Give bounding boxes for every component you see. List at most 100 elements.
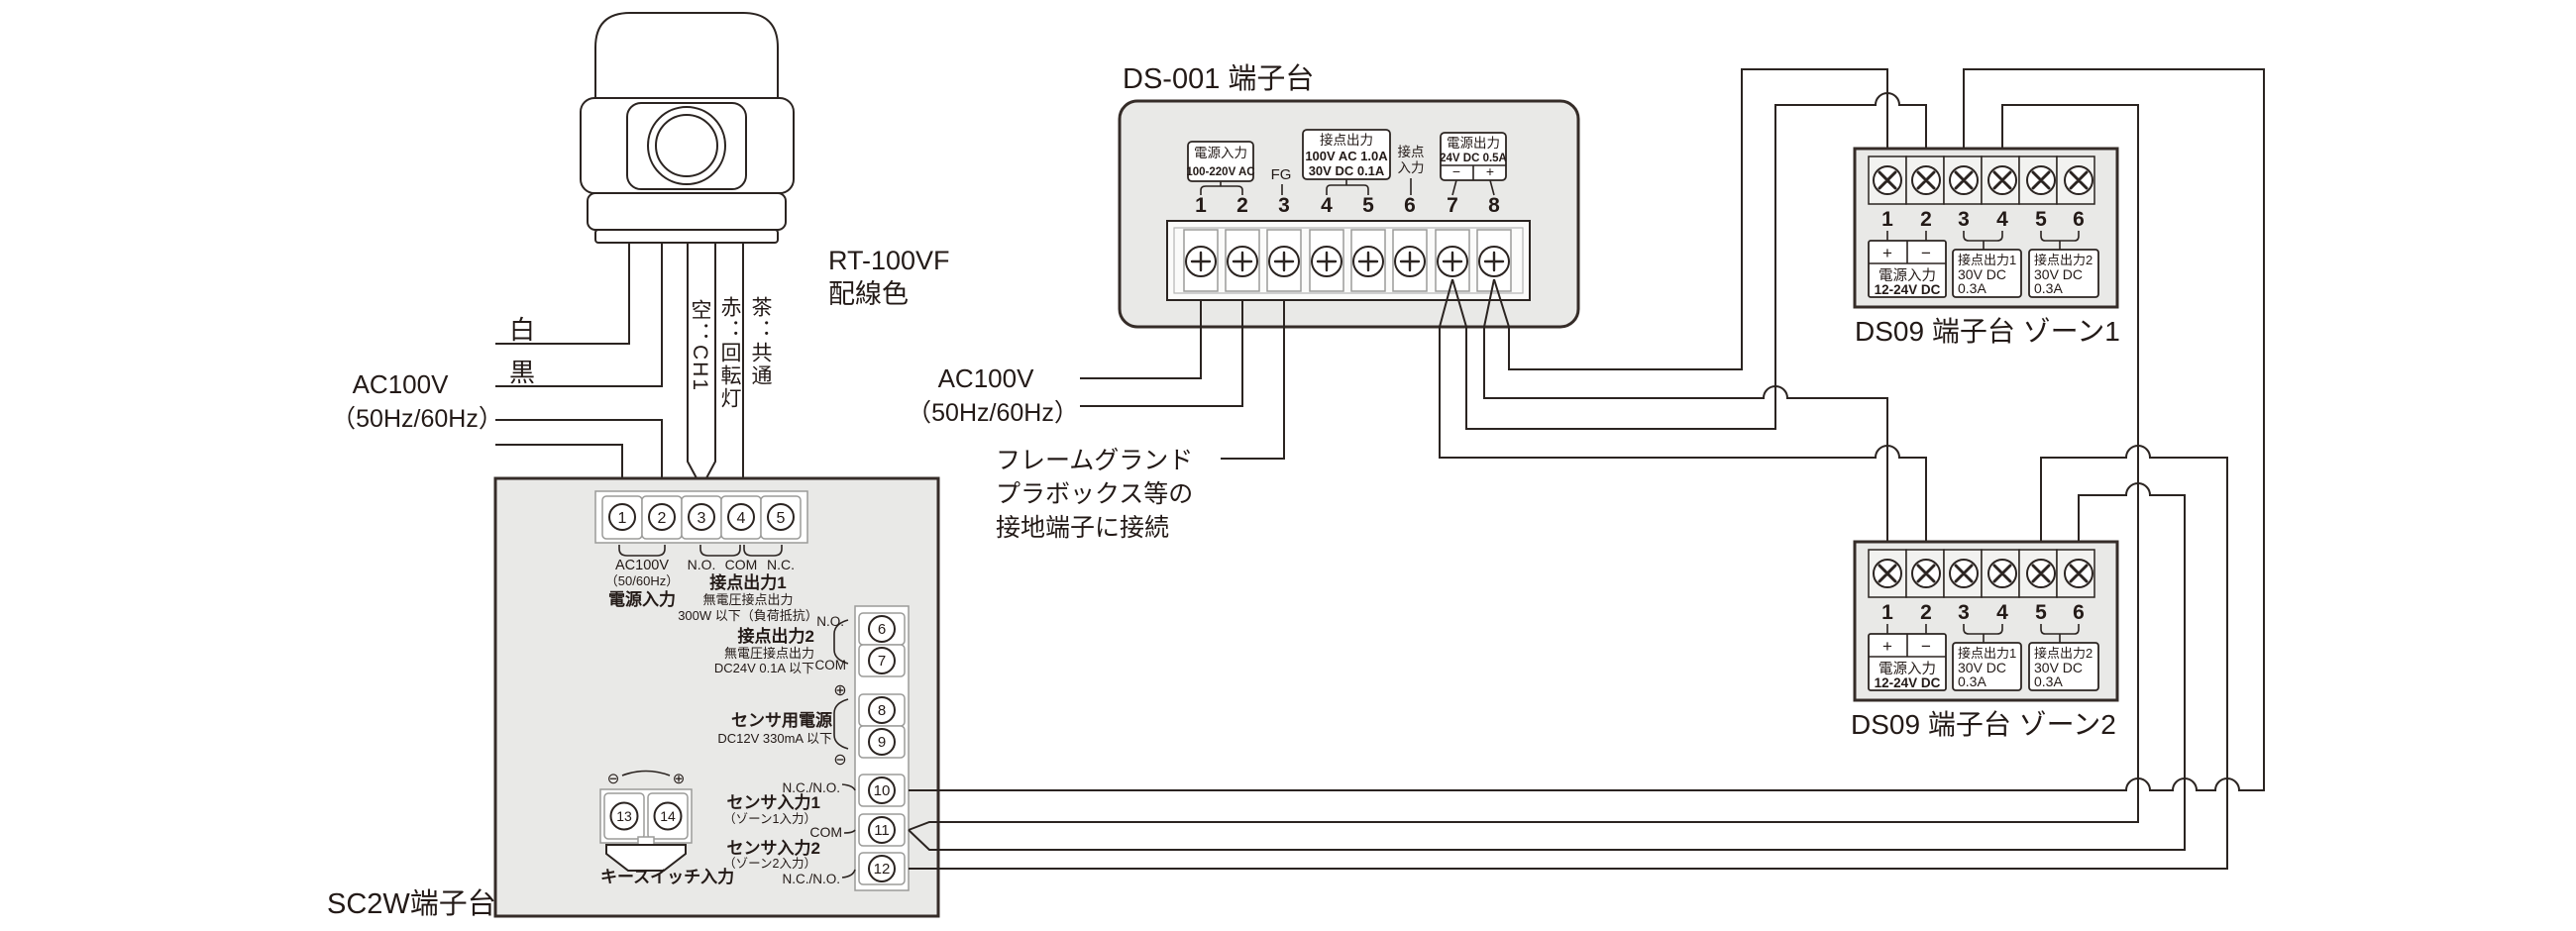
ds001-power-out-plus: + [1486, 163, 1494, 179]
zone2-plus: + [1882, 637, 1892, 656]
ds001-ac-l1: AC100V [938, 363, 1034, 393]
svg-text:4: 4 [1321, 194, 1333, 217]
svg-text:1: 1 [1195, 194, 1207, 217]
sc2w-sensor1-title: センサ入力1 [727, 792, 820, 812]
zone1-bracket-out1 [1963, 231, 2003, 250]
zone1-plus: + [1882, 244, 1892, 262]
sc2w-out1-com: COM [725, 557, 758, 572]
wire-black-label: 黒 [509, 358, 535, 387]
sc2w-out1-sub2: 300W 以下（負荷抵抗） [678, 608, 818, 623]
wire-ac-to-sc2w-t1 [495, 444, 623, 491]
sc2w-out2-sub2: DC24V 0.1A 以下 [714, 661, 814, 675]
wire-24v-minus-zone2 [1439, 278, 1927, 550]
lamp-lens-inner [655, 114, 718, 177]
sc2w-terminal-9: 9 [878, 734, 886, 751]
sc2w-sensor2-sub: （ゾーン2入力） [723, 857, 816, 871]
sc2w-terminal-4: 4 [737, 510, 746, 527]
lamp-model-label: RT-100VF [828, 246, 950, 275]
sc2w-panel: 1 2 3 4 5 AC100V （50/60Hz） 電源入力 N.O. COM… [493, 476, 940, 918]
zone2-out1-v2: 0.3A [1958, 673, 1986, 689]
zone2-out1-v1: 30V DC [1958, 660, 2006, 675]
zone1-title: DS09 端子台 ゾーン1 [1855, 316, 2120, 347]
zone1-minus: − [1921, 244, 1931, 262]
ds001-ac-l2: （50Hz/60Hz） [907, 399, 1079, 427]
sc2w-sensor-power-plus: ⊕ [833, 682, 846, 699]
wire-ac-to-sc2w-t2 [495, 419, 663, 491]
sc2w-out2-title: 接点出力2 [738, 626, 814, 646]
sc2w-out2-com: COM [815, 658, 847, 672]
ds001-panel: 電源入力 100-220V AC FG 接点出力 100V AC 1.0A 30… [1118, 99, 1580, 329]
svg-text:5: 5 [2035, 601, 2047, 624]
svg-text:1: 1 [1881, 208, 1893, 231]
wire-red-label: 赤：回転灯 [718, 296, 741, 410]
sc2w-sensor2-title: センサ入力2 [727, 838, 820, 858]
sc2w-key-plus: ⊕ [673, 771, 686, 787]
svg-text:4: 4 [1996, 208, 2008, 231]
sc2w-title: SC2W端子台 [327, 887, 496, 920]
wire-zone2-out-to-t12 [909, 445, 2228, 870]
ds001-tick-plus [1489, 179, 1495, 196]
svg-text:2: 2 [1920, 208, 1932, 231]
ds001-contact-out-v1: 100V AC 1.0A [1305, 149, 1388, 163]
sc2w-sensor-com: COM [809, 824, 842, 840]
ds001-strip [1166, 220, 1531, 301]
ac-source-lamp-line1: AC100V [353, 369, 449, 399]
wire-white-label: 白 [509, 315, 535, 345]
zone2-power-title: 電源入力 [1878, 661, 1936, 677]
zone2-out2-v1: 30V DC [2034, 660, 2083, 675]
sc2w-terminal-1: 1 [618, 510, 627, 527]
svg-text:4: 4 [1996, 601, 2008, 624]
ds001-tick-minus [1451, 179, 1457, 196]
zone1-out2-v2: 0.3A [2034, 280, 2063, 296]
sc2w-out2-sub1: 無電圧接点出力 [724, 646, 814, 661]
sc2w-bracket-no-com [699, 545, 741, 557]
rt-100vf-lamp [580, 12, 795, 244]
fg-note-l3: 接地端子に接続 [996, 514, 1169, 542]
wire-24v-plus-zone2 [1483, 278, 1888, 550]
sc2w-out1-no: N.O. [688, 557, 716, 572]
zone1-out2-v1: 30V DC [2034, 266, 2083, 282]
fg-note-l1: フレームグランド [996, 447, 1193, 474]
sc2w-sensor-power-sub: DC12V 330mA 以下 [717, 731, 832, 746]
sc2w-bracket-sensor-power [833, 698, 849, 750]
wire-ch1-label: 空：CH1 [689, 299, 711, 393]
sc2w-sensor1-ncno: N.C./N.O. [782, 780, 840, 795]
zone1-power-value: 12-24V DC [1875, 282, 1941, 297]
svg-text:5: 5 [2035, 208, 2047, 231]
sc2w-key-arc [621, 770, 671, 776]
zone2-power-value: 12-24V DC [1875, 675, 1941, 690]
zone1-out2-title: 接点出力2 [2034, 253, 2093, 267]
sc2w-hook-t12 [841, 869, 856, 879]
sc2w-sensor-power-minus: ⊖ [833, 752, 846, 769]
sc2w-terminal-10: 10 [874, 782, 891, 799]
ds001-title: DS-001 端子台 [1123, 62, 1314, 95]
zone2-terminals [1868, 549, 2095, 598]
wire-ds001-t2-ac [1080, 300, 1243, 407]
ds001-power-out-minus: − [1452, 163, 1460, 179]
sc2w-bracket-power [618, 545, 666, 557]
zone2-minus: − [1921, 637, 1931, 656]
zone2-out1-title: 接点出力1 [1958, 646, 2016, 661]
wire-ds001-t3-fg [1221, 300, 1285, 460]
zone1-out1-box [1952, 249, 2022, 298]
zone1-out1-v2: 0.3A [1958, 280, 1986, 296]
ds001-wires [1080, 300, 1285, 460]
sc2w-bracket-com-nc [743, 545, 783, 557]
wire-brown-label: 茶：共通 [749, 296, 772, 387]
ds001-bracket-contact-out [1326, 179, 1369, 195]
key-connector [605, 844, 687, 872]
power-wires [1439, 68, 1927, 550]
sensor-wires [908, 68, 2265, 870]
wire-24v-plus-zone1 [1493, 68, 1888, 370]
sc2w-key-terminals: 13 14 [599, 788, 693, 872]
sc2w-terminal-13: 13 [616, 808, 632, 824]
zone2-bracket-out1 [1963, 624, 2003, 643]
wire-ds001-t1-ac [1080, 300, 1202, 379]
ac-source-lamp-line2: （50Hz/60Hz） [331, 405, 503, 433]
zone2-out2-box [2028, 642, 2099, 691]
svg-text:6: 6 [2073, 601, 2085, 624]
sc2w-key-title: キースイッチ入力 [600, 867, 734, 886]
